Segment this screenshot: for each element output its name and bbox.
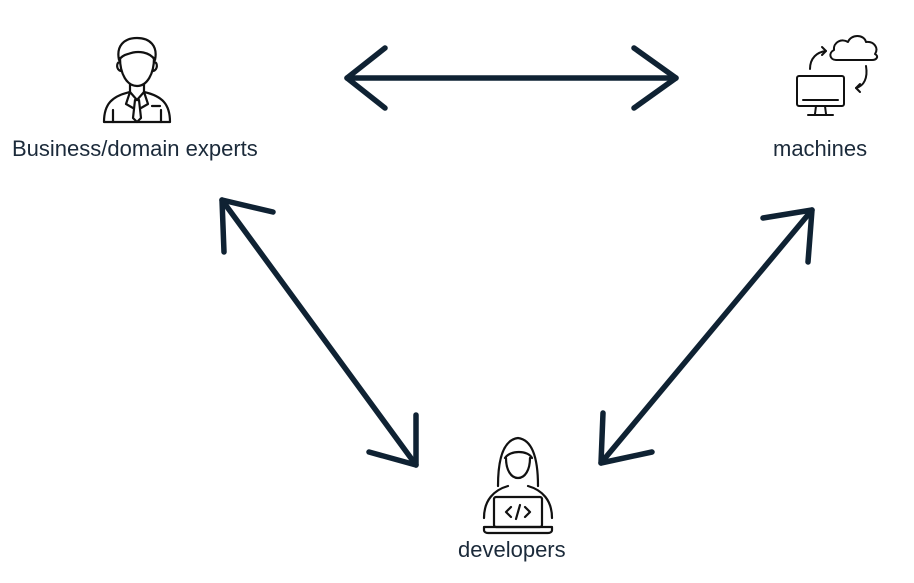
arrow-business-machines: [344, 45, 679, 111]
businessman-icon: [102, 36, 172, 124]
developer-laptop-icon: [482, 436, 554, 535]
machines-label: machines: [773, 136, 868, 161]
arrow-business-developers: [219, 197, 419, 468]
developers-label: developers: [458, 537, 566, 562]
business-experts-label: Business/domain experts: [12, 136, 258, 161]
arrow-machines-developers: [598, 207, 815, 466]
computer-cloud-sync-icon: [796, 35, 879, 116]
